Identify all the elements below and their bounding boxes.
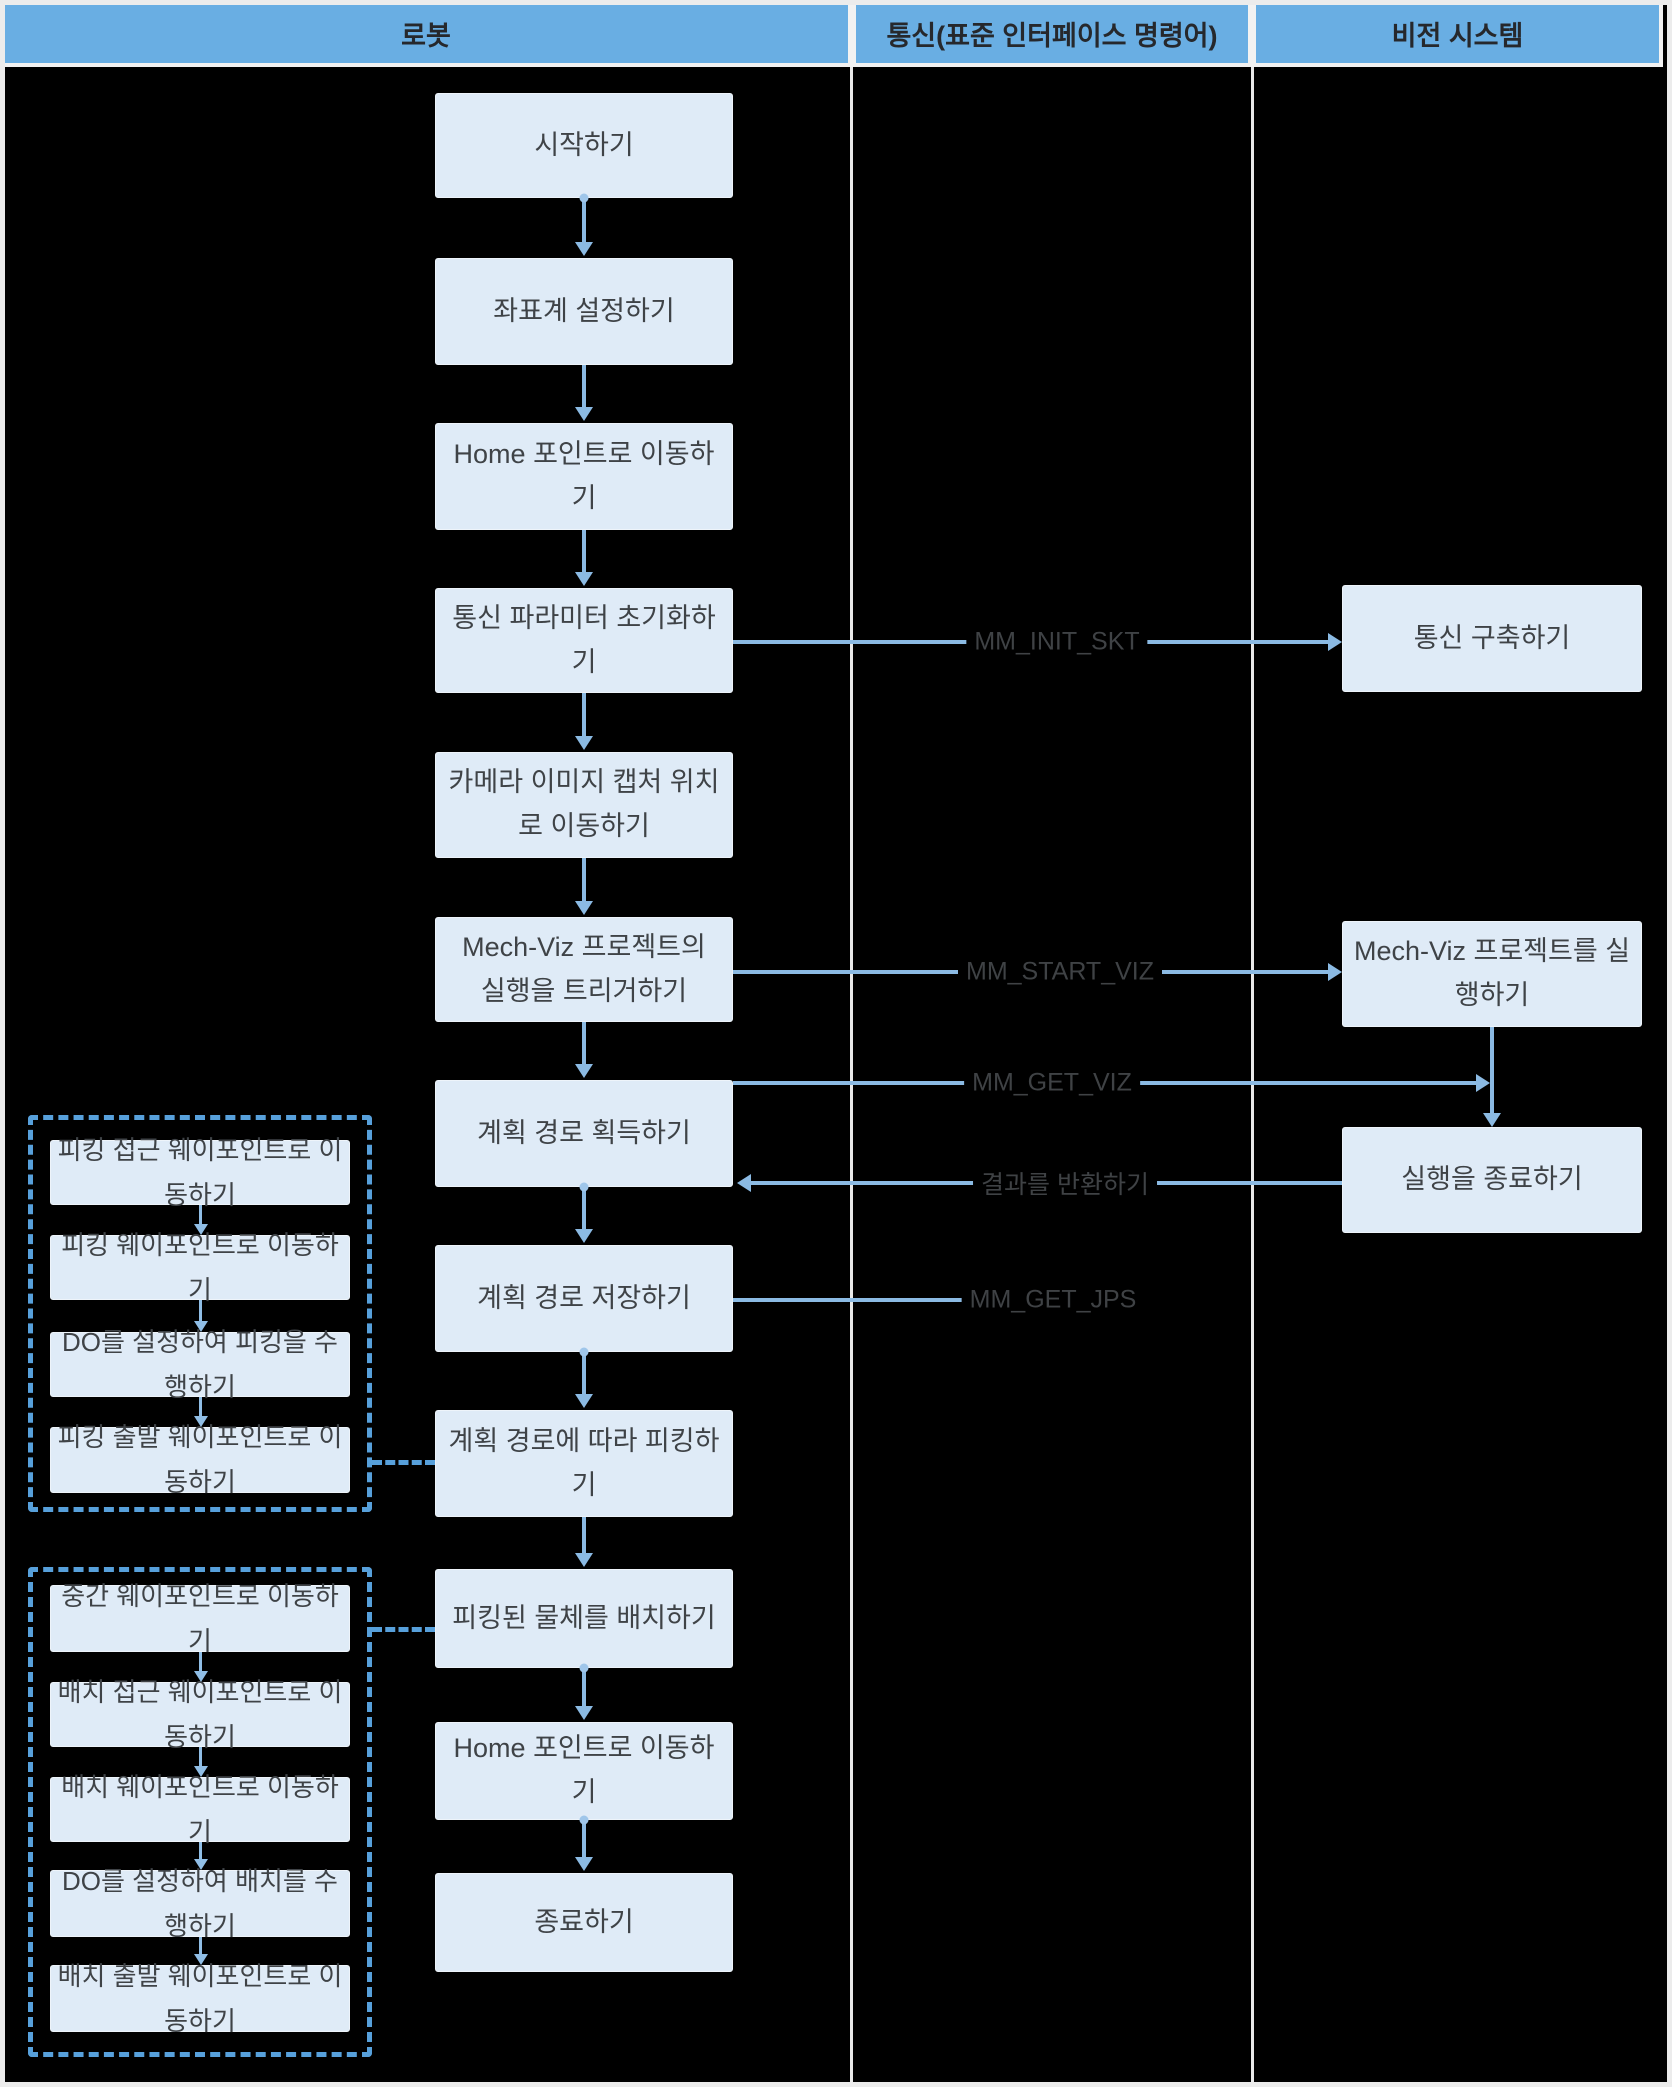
flow-arrow-down	[582, 365, 586, 407]
command-line	[733, 1298, 1140, 1302]
robot-step: Home 포인트로 이동하기	[435, 1722, 733, 1820]
connector-dot	[579, 1663, 589, 1673]
picking-step: 피킹 출발 웨이포인트로 이동하기	[50, 1422, 350, 1497]
connector-dot	[579, 1182, 589, 1192]
flow-arrow-down	[1490, 1027, 1494, 1113]
connector-dot	[579, 1347, 589, 1357]
header-vision: 비전 시스템	[1256, 3, 1659, 63]
edge-label-mm-get-viz: MM_GET_VIZ	[964, 1066, 1140, 1100]
vision-step: Mech-Viz 프로젝트를 실행하기	[1342, 921, 1642, 1027]
dashed-connector	[372, 1627, 435, 1632]
flow-arrow-down	[199, 1747, 202, 1766]
vision-step: 실행을 종료하기	[1342, 1127, 1642, 1233]
picking-step: 피킹 접근 웨이포인트로 이동하기	[50, 1135, 350, 1210]
robot-step: 종료하기	[435, 1873, 733, 1972]
robot-step: 시작하기	[435, 93, 733, 198]
robot-step: 계획 경로 획득하기	[435, 1080, 733, 1187]
flow-arrow-down	[582, 693, 586, 736]
edge-label-mm-start-viz: MM_START_VIZ	[958, 955, 1162, 989]
placing-step: DO를 설정하여 배치를 수행하기	[50, 1866, 350, 1941]
placing-step: 배치 접근 웨이포인트로 이동하기	[50, 1677, 350, 1752]
flow-arrow-down	[199, 1397, 202, 1416]
picking-group	[28, 1115, 372, 1512]
robot-step: 계획 경로에 따라 피킹하기	[435, 1410, 733, 1517]
edge-label-mm-init-skt: MM_INIT_SKT	[966, 625, 1148, 659]
flow-arrow-down	[582, 858, 586, 901]
connector-dot	[579, 1815, 589, 1825]
flow-arrow-down	[199, 1205, 202, 1224]
placing-step: 중간 웨이포인트로 이동하기	[50, 1581, 350, 1656]
flow-arrow-down	[582, 530, 586, 572]
header-communication: 통신(표준 인터페이스 명령어)	[856, 3, 1248, 63]
robot-step: Home 포인트로 이동하기	[435, 423, 733, 530]
flow-arrow-down	[199, 1652, 202, 1671]
robot-step: 카메라 이미지 캡처 위치로 이동하기	[435, 752, 733, 858]
robot-step: Mech-Viz 프로젝트의 실행을 트리거하기	[435, 917, 733, 1022]
flow-arrow-down	[199, 1937, 202, 1954]
flow-arrow-down	[582, 1517, 586, 1553]
flow-arrow-down	[582, 1022, 586, 1064]
picking-step: DO를 설정하여 피킹을 수행하기	[50, 1327, 350, 1402]
flow-arrow-down	[582, 198, 586, 242]
lane-divider	[1251, 67, 1254, 2082]
flow-arrow-down	[582, 1668, 586, 1706]
robot-step: 통신 파라미터 초기화하기	[435, 588, 733, 693]
robot-step: 좌표계 설정하기	[435, 258, 733, 365]
flow-arrow-down	[199, 1842, 202, 1859]
robot-step: 계획 경로 저장하기	[435, 1245, 733, 1352]
flow-arrow-down	[582, 1820, 586, 1857]
connector-dot	[579, 193, 589, 203]
lane-divider	[850, 67, 853, 2082]
flow-arrow-down	[582, 1187, 586, 1229]
picking-step: 피킹 웨이포인트로 이동하기	[50, 1230, 350, 1305]
placing-step: 배치 출발 웨이포인트로 이동하기	[50, 1961, 350, 2036]
flow-arrow-down	[582, 1352, 586, 1394]
placing-step: 배치 웨이포인트로 이동하기	[50, 1772, 350, 1847]
robot-step: 피킹된 물체를 배치하기	[435, 1569, 733, 1668]
flow-arrow-down	[199, 1300, 202, 1321]
edge-label-mm-get-jps: MM_GET_JPS	[961, 1283, 1145, 1317]
dashed-connector	[372, 1460, 435, 1465]
vision-step: 통신 구축하기	[1342, 585, 1642, 692]
placing-group	[28, 1567, 372, 2057]
swimlane-header: 로봇 통신(표준 인터페이스 명령어) 비전 시스템	[4, 0, 1663, 67]
edge-label-return-result: 결과를 반환하기	[973, 1163, 1157, 1203]
header-robot: 로봇	[4, 3, 848, 63]
